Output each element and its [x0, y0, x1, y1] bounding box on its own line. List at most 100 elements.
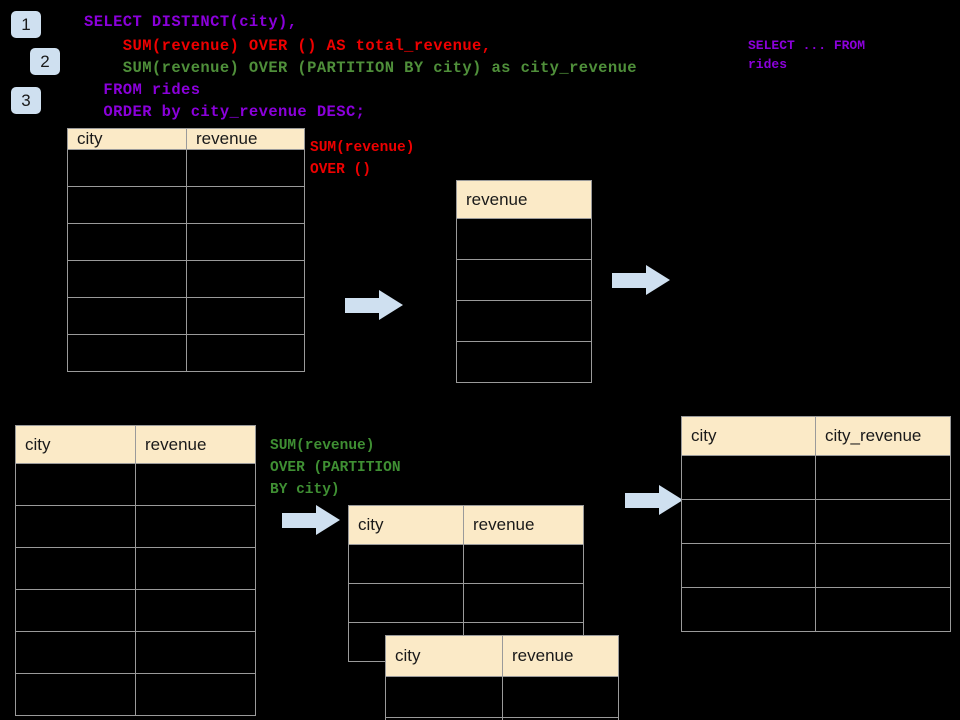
cell-revenue — [502, 676, 619, 718]
column-header-revenue: revenue — [463, 505, 584, 545]
table-row — [67, 149, 305, 187]
sql-line-order-by: ORDER by city_revenue DESC; — [84, 103, 366, 121]
arrow-partition-to-result — [625, 485, 683, 515]
cell-city — [681, 455, 816, 500]
cell-city — [681, 543, 816, 588]
table-header-row: city revenue — [15, 425, 256, 464]
arrow-head — [316, 505, 340, 535]
cell-revenue — [135, 631, 256, 674]
table-row — [15, 631, 256, 674]
cell-revenue — [186, 260, 305, 298]
cell-city — [67, 186, 187, 224]
cell-city — [15, 589, 136, 632]
cell-revenue — [186, 297, 305, 335]
cell-revenue — [456, 300, 592, 342]
table-row — [456, 300, 592, 342]
annotation-source-query: SELECT ... FROM rides — [748, 38, 866, 72]
cell-revenue — [135, 673, 256, 716]
sql-line-city-revenue: SUM(revenue) OVER (PARTITION BY city) as… — [84, 59, 637, 77]
cell-city-revenue — [815, 455, 951, 500]
step-badge-1: 1 — [11, 11, 41, 38]
column-header-city: city — [681, 416, 816, 456]
cell-revenue — [135, 463, 256, 506]
cell-revenue — [135, 589, 256, 632]
column-header-city-revenue: city_revenue — [815, 416, 951, 456]
table-row — [67, 186, 305, 224]
cell-city — [15, 673, 136, 716]
arrow-head — [659, 485, 683, 515]
table-row — [67, 297, 305, 335]
cell-revenue — [463, 583, 584, 623]
arrow-head — [379, 290, 403, 320]
arrow-source-to-total — [345, 290, 403, 320]
table-row — [15, 547, 256, 590]
table-header-row: city revenue — [67, 128, 305, 150]
table-row — [15, 505, 256, 548]
cell-city — [67, 149, 187, 187]
table-total-revenue: revenue — [456, 180, 592, 383]
cell-city — [67, 297, 187, 335]
column-header-city: city — [348, 505, 464, 545]
annotation-total-revenue: SUM(revenue) OVER () — [310, 140, 415, 178]
cell-revenue — [186, 149, 305, 187]
table-header-row: city revenue — [385, 635, 619, 677]
table-partition-front: city revenue — [385, 635, 619, 720]
cell-revenue — [186, 186, 305, 224]
cell-revenue — [186, 334, 305, 372]
arrow-total-to-result-top — [612, 265, 670, 295]
table-row — [385, 676, 619, 718]
arrow-source-to-partition — [282, 505, 340, 535]
sql-line-from: FROM rides — [84, 81, 201, 99]
cell-city — [15, 547, 136, 590]
cell-revenue — [463, 544, 584, 584]
cell-revenue — [456, 341, 592, 383]
table-row — [456, 218, 592, 260]
table-header-row: city revenue — [348, 505, 584, 545]
sql-line-total-revenue: SUM(revenue) OVER () AS total_revenue, — [84, 37, 492, 55]
table-row — [15, 673, 256, 716]
table-row — [456, 259, 592, 301]
table-row — [348, 544, 584, 584]
cell-city — [348, 544, 464, 584]
table-row — [681, 587, 951, 632]
arrow-shaft — [282, 513, 318, 528]
table-row — [681, 543, 951, 588]
table-row — [67, 334, 305, 372]
column-header-revenue: revenue — [186, 128, 305, 150]
cell-city — [681, 587, 816, 632]
cell-city — [67, 260, 187, 298]
table-row — [456, 341, 592, 383]
cell-revenue — [456, 259, 592, 301]
table-row — [67, 223, 305, 261]
cell-revenue — [135, 547, 256, 590]
arrow-head — [646, 265, 670, 295]
cell-city — [15, 463, 136, 506]
sql-line-select: SELECT DISTINCT(city), — [84, 13, 298, 31]
table-header-row: revenue — [456, 180, 592, 219]
table-row — [681, 499, 951, 544]
column-header-revenue: revenue — [135, 425, 256, 464]
arrow-shaft — [625, 493, 661, 508]
table-header-row: city city_revenue — [681, 416, 951, 456]
table-row — [385, 717, 619, 720]
table-source-rides: city revenue — [67, 128, 305, 372]
cell-revenue — [502, 717, 619, 720]
annotation-city-revenue: SUM(revenue) OVER (PARTITION BY city) — [270, 438, 401, 498]
cell-city — [348, 583, 464, 623]
cell-city — [681, 499, 816, 544]
cell-city — [15, 631, 136, 674]
cell-revenue — [186, 223, 305, 261]
column-header-city: city — [385, 635, 503, 677]
column-header-revenue: revenue — [502, 635, 619, 677]
table-row — [15, 463, 256, 506]
cell-city — [385, 676, 503, 718]
arrow-shaft — [612, 273, 648, 288]
arrow-shaft — [345, 298, 381, 313]
table-row — [681, 455, 951, 500]
cell-city — [15, 505, 136, 548]
table-result: city city_revenue — [681, 416, 951, 632]
cell-city-revenue — [815, 587, 951, 632]
cell-revenue — [135, 505, 256, 548]
step-badge-2: 2 — [30, 48, 60, 75]
